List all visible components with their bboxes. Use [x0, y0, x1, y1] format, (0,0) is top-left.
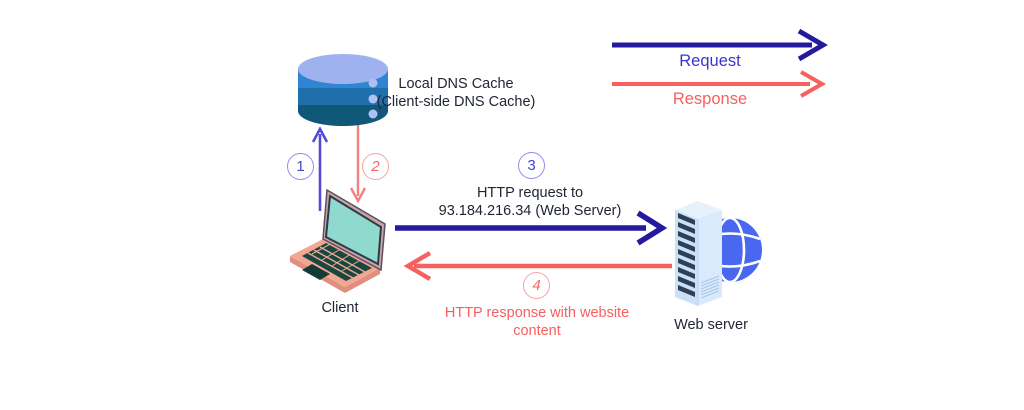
client-label: Client — [321, 300, 359, 316]
server-tower — [675, 201, 722, 306]
http-request-label: HTTP request to 93.184.216.34 (Web Serve… — [438, 185, 622, 219]
step3-badge: 3 — [518, 152, 545, 179]
database-icon — [298, 54, 388, 126]
laptop-icon — [290, 188, 386, 293]
server-globe-icon — [675, 201, 762, 306]
legend-request-label: Request — [679, 52, 741, 70]
step1-badge: 1 — [287, 153, 314, 180]
step2-badge: 2 — [362, 153, 389, 180]
legend-request-arrow — [612, 28, 828, 62]
legend-response-arrow — [612, 70, 827, 98]
step2-response-arrow — [349, 124, 367, 204]
step3-request-arrow — [395, 210, 668, 246]
http-response-label: HTTP response with website content — [444, 305, 630, 339]
step4-badge: 4 — [523, 272, 550, 299]
step1-request-arrow — [311, 126, 329, 211]
step4-response-arrow — [403, 251, 672, 281]
legend-response-label: Response — [672, 90, 748, 108]
dns-cache-label: Local DNS Cache (Client-side DNS Cache) — [376, 76, 536, 110]
web-server-label: Web server — [674, 317, 748, 333]
